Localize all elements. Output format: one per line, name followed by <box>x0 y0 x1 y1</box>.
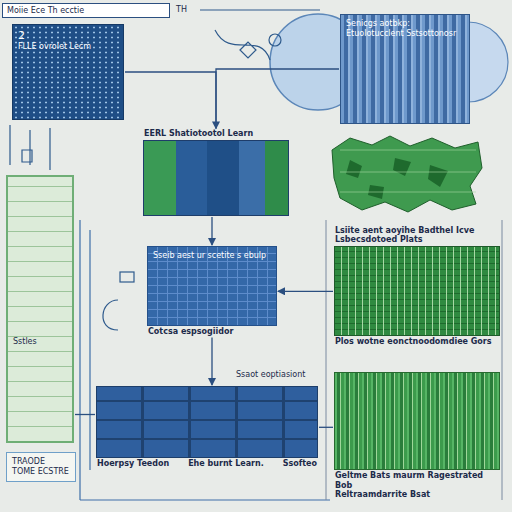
grid-block: Sseib aest ur scetite s ebulpCotcsa esps… <box>147 246 277 326</box>
diagram-title: Moiie Ece Th ecctie <box>2 3 170 18</box>
connector <box>319 427 333 428</box>
node-text: FLLE ovrolet Lecm <box>18 42 118 52</box>
node-heading: 2 <box>18 29 118 42</box>
connector <box>211 338 212 385</box>
node-text: Cotcsa espsogiidor <box>148 327 276 337</box>
connector <box>211 217 212 245</box>
node-heading: Sseib aest ur scetite s ebulp <box>153 251 271 261</box>
node-heading: Hoerpsy Teedon <box>97 459 169 469</box>
connector <box>75 414 95 415</box>
connector <box>216 69 339 128</box>
node-heading: Senicgs aotbkp: Etuolotucclent Sstsotton… <box>346 19 464 38</box>
data-panel: 2FLLE ovrolet Lecm <box>12 24 124 120</box>
small-box: TRAODE TOME ECSTRE <box>6 452 76 482</box>
map-illustration <box>332 136 482 212</box>
note-label: Ssaot eoptiasiont <box>236 370 322 379</box>
node-text: Plos wotne eonctnoodomdiee Gors <box>335 337 499 347</box>
stripe-chart: Geltme Bats maurm Ragestrated BobReltraa… <box>334 372 500 470</box>
node-heading: Sstles <box>13 337 67 347</box>
learning-table: EERL Shatiotootol Learn <box>143 140 289 216</box>
node-text: Ssofteo <box>283 459 317 469</box>
node-text: Ehe burnt Learn. <box>188 459 264 469</box>
tab-label: TH <box>176 5 196 14</box>
node-heading: TRAODE TOME ECSTRE <box>12 457 70 476</box>
frame-lines <box>326 220 502 500</box>
connector <box>125 72 216 128</box>
green-grid: Lsiite aent aoyihe Badthel Icve Lsbecsdo… <box>334 246 500 336</box>
matrix-panel: Senicgs aotbkp: Etuolotucclent Sstsotton… <box>340 14 470 124</box>
connector <box>278 291 333 292</box>
node-text: Reltraamdarrite Bsat <box>335 490 499 500</box>
node-heading: Lsiite aent aoyihe Badthel Icve Lsbecsdo… <box>335 226 499 245</box>
bottom-panel: Hoerpsy TeedonEhe burnt Learn.Ssofteo <box>96 386 318 458</box>
side-panel: Sstles <box>6 175 74 443</box>
node-heading: EERL Shatiotootol Learn <box>144 129 288 139</box>
node-heading: Geltme Bats maurm Ragestrated Bob <box>335 471 499 490</box>
